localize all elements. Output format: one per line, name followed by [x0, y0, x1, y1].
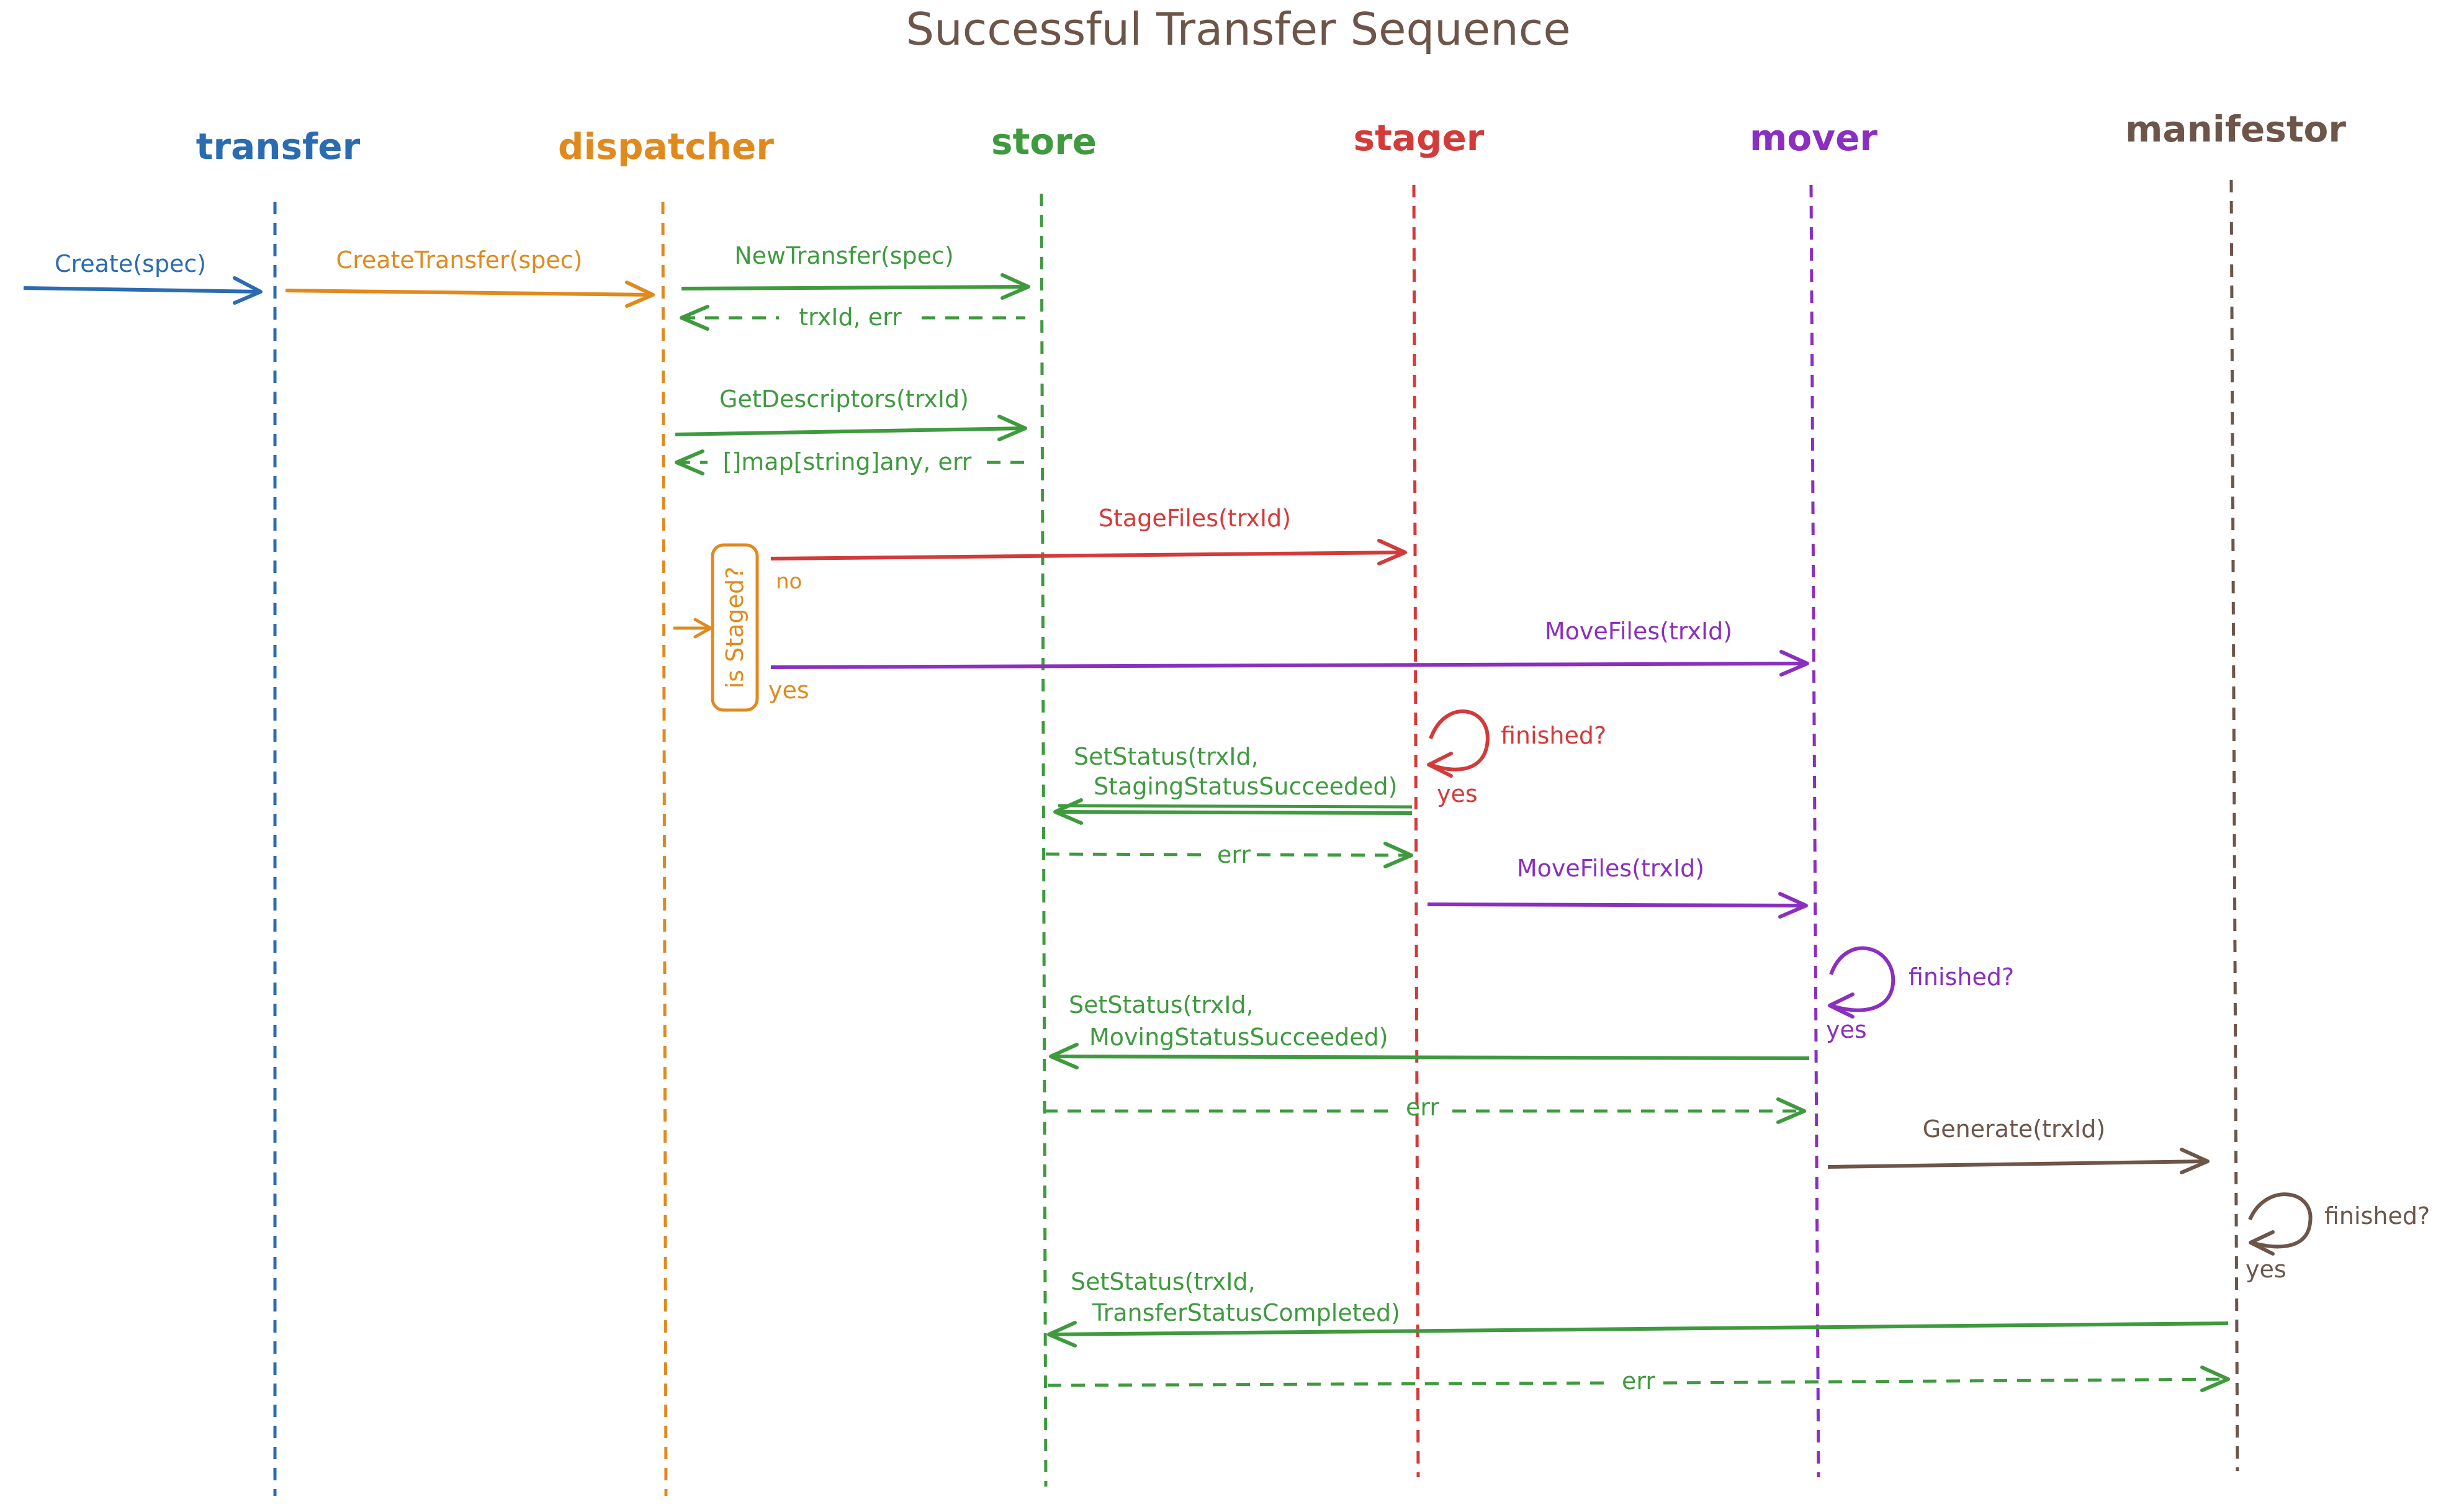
label-get-descriptors: GetDescriptors(trxId) [719, 385, 969, 413]
arrow-new-transfer [681, 285, 1028, 290]
arrowhead-stager-err [1383, 842, 1413, 868]
arrow-manifestor-err-left [1047, 1381, 1614, 1387]
arrowhead-stage-files [1377, 539, 1407, 565]
label-manifestor-err: err [1622, 1367, 1655, 1395]
label-move-files-2: MoveFiles(trxId) [1517, 855, 1704, 882]
label-stager-set-status-1: SetStatus(trxId, [1074, 743, 1259, 770]
label-create: Create(spec) [55, 250, 206, 277]
arrow-mover-set-status [1051, 1055, 1810, 1060]
arrow-create-transfer [285, 289, 652, 297]
lifeline-store [1040, 193, 1048, 1487]
arrowhead-get-descriptors [997, 415, 1027, 441]
label-manifestor-yes: yes [2246, 1256, 2286, 1283]
decision-yes-label: yes [768, 677, 809, 704]
arrowhead-new-transfer [1000, 273, 1030, 300]
arrowhead-loop-manifestor [2249, 1230, 2275, 1256]
label-mover-set-status-2: MovingStatusSucceeded) [1089, 1024, 1388, 1051]
arrowhead-trx-return [680, 305, 709, 331]
label-generate: Generate(trxId) [1923, 1115, 2105, 1143]
decision-no-label: no [776, 569, 802, 594]
participant-stager: stager [1354, 117, 1485, 159]
label-manifestor-set-status-2: TransferStatusCompleted) [1092, 1299, 1400, 1326]
loop-mover [1829, 946, 1895, 1012]
arrowhead-manifestor-err [2200, 1366, 2230, 1392]
arrow-manifestor-err-right [1663, 1377, 2228, 1385]
arrowhead-loop-stager [1427, 752, 1453, 778]
label-create-transfer: CreateTransfer(spec) [336, 246, 583, 274]
arrowhead-mover-set-status [1049, 1043, 1079, 1069]
participant-dispatcher: dispatcher [558, 125, 774, 168]
arrowhead-loop-mover [1828, 992, 1855, 1019]
arrow-generate [1827, 1159, 2207, 1169]
participant-store: store [991, 120, 1097, 163]
label-trx-return: trxId, err [799, 304, 902, 331]
label-manifestor-set-status-1: SetStatus(trxId, [1071, 1268, 1256, 1295]
arrowhead-create-transfer [625, 281, 655, 308]
arrow-stage-files [770, 551, 1405, 560]
label-stage-files: StageFiles(trxId) [1099, 505, 1291, 532]
label-move-files-1: MoveFiles(trxId) [1545, 618, 1732, 645]
arrow-create [23, 286, 260, 294]
arrowhead-create [233, 276, 263, 305]
label-stager-finished: finished? [1501, 722, 1606, 749]
arrow-manifestor-set-status [1050, 1321, 2229, 1336]
arrowhead-to-decision [693, 618, 713, 639]
label-descriptors-return: []map[string]any, err [723, 448, 972, 475]
label-stager-set-status-2: StagingStatusSucceeded) [1094, 773, 1397, 800]
label-mover-yes: yes [1826, 1016, 1867, 1043]
decision-label: is Staged? [721, 567, 749, 689]
arrow-get-descriptors [675, 426, 1025, 436]
lifeline-dispatcher [661, 201, 668, 1496]
arrow-stager-err-left [1045, 852, 1211, 857]
label-new-transfer: NewTransfer(spec) [734, 242, 954, 269]
arrowhead-mover-err [1776, 1097, 1806, 1124]
participant-mover: mover [1750, 117, 1877, 159]
decision-box [711, 543, 759, 712]
arrow-stager-set-status [1056, 810, 1413, 815]
label-stager-err: err [1217, 841, 1251, 868]
loop-manifestor [2248, 1192, 2313, 1249]
participant-manifestor: manifestor [2125, 108, 2346, 150]
arrowhead-move-files-1 [1779, 650, 1809, 677]
loop-stager [1429, 709, 1490, 772]
label-mover-finished: finished? [1909, 963, 2014, 991]
arrowhead-generate [2180, 1148, 2210, 1174]
arrowhead-move-files-2 [1778, 892, 1808, 919]
arrowhead-stager-set-status [1053, 798, 1083, 825]
arrow-move-files-2 [1427, 902, 1805, 907]
label-mover-set-status-1: SetStatus(trxId, [1069, 991, 1254, 1019]
arrowhead-descriptors-return [675, 449, 704, 475]
participant-transfer: transfer [196, 125, 361, 168]
arrowhead-manifestor-set-status [1047, 1321, 1077, 1348]
label-mover-err: err [1406, 1094, 1439, 1121]
label-stager-yes: yes [1437, 780, 1478, 808]
lifeline-manifestor [2229, 179, 2239, 1472]
arrow-move-files-1 [770, 662, 1807, 669]
lifeline-stager [1412, 184, 1420, 1478]
lifeline-mover [1809, 184, 1820, 1478]
diagram-title: Successful Transfer Sequence [906, 3, 1570, 55]
arrow-stager-set-status-top [1058, 804, 1413, 809]
label-manifestor-finished: finished? [2324, 1202, 2430, 1230]
